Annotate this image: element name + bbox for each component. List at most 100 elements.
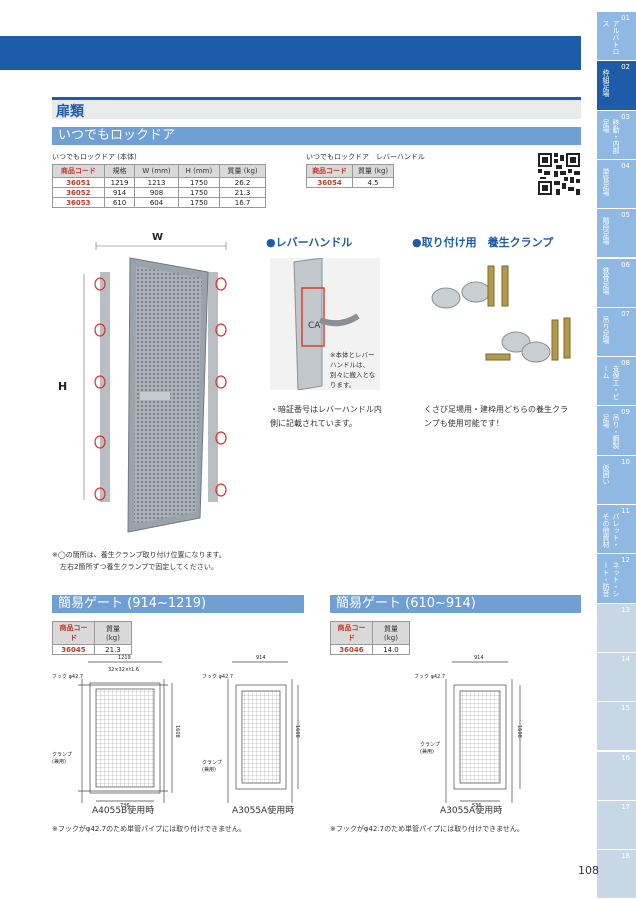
- table-cell: 26.2: [219, 177, 266, 188]
- product-code-cell: 36053: [52, 197, 105, 208]
- svg-text:CA: CA: [308, 321, 321, 331]
- side-tab-label: ネット・シート・防音: [602, 562, 620, 598]
- side-tab-label: 仮囲い: [602, 463, 610, 485]
- side-tab-18[interactable]: 18: [597, 850, 636, 900]
- header-band: [0, 36, 581, 70]
- table2-caption: いつでもロックドア レバーハンドル: [306, 153, 425, 161]
- side-tab-number: 15: [621, 704, 630, 713]
- gate-b-clamp-label: クランプ (兼用): [420, 742, 440, 755]
- product-code-cell: 36054: [305, 177, 354, 188]
- gate-b-caption: A3055A使用時: [440, 806, 503, 816]
- qr-code[interactable]: [538, 153, 580, 195]
- gate-a-dim-top: 1219: [118, 655, 131, 661]
- table-header-cell: 質量 (kg): [371, 621, 411, 645]
- table-cell: 4.5: [352, 177, 394, 188]
- table1-caption: いつでもロックドア (本体): [52, 153, 137, 161]
- table-cell: 1750: [177, 177, 221, 188]
- clamp-note-line1: ※◯の箇所は、養生クランプ取り付け位置になります。: [52, 551, 226, 559]
- table-header-cell: 規格: [103, 164, 136, 178]
- gate-a-footnote: ※フックがφ42.7のため単管パイプには取り付けできません。: [52, 825, 246, 833]
- side-tab-label: 鉄骨足場: [602, 266, 610, 295]
- side-tab-17[interactable]: 17: [597, 800, 636, 851]
- side-tab-15[interactable]: 15: [597, 702, 636, 752]
- side-tab-05[interactable]: 05 階段足場: [597, 209, 636, 259]
- lever-heading: ●レバーハンドル: [266, 236, 353, 249]
- side-tab-label: 吊り・鋼製足場: [602, 414, 620, 450]
- product-code-cell: 36045: [52, 644, 95, 655]
- gate-a-subtitle: 簡易ゲート (914~1219): [52, 595, 304, 613]
- clamp-description: くさび足場用・建枠用どちらの養生クランプも使用可能です！: [424, 405, 568, 428]
- door-photo: W H: [58, 232, 240, 550]
- gate-a-caption2: A3055A使用時: [232, 806, 295, 816]
- table-header-cell: W (mm): [134, 164, 179, 178]
- section-title: 扉類: [56, 104, 84, 120]
- table-cell: 16.7: [219, 197, 266, 208]
- table-cell: 908: [134, 187, 179, 198]
- side-tab-number: 02: [621, 63, 630, 72]
- side-tab-label: アルバトロス: [602, 20, 620, 55]
- table-cell: 1213: [134, 177, 179, 188]
- side-tab-number: 06: [621, 260, 630, 269]
- side-tab-number: 14: [621, 654, 630, 663]
- side-tab-number: 09: [621, 408, 630, 417]
- gate-b-subtitle: 簡易ゲート (610~914): [330, 595, 581, 613]
- gate-a-drawing: 1219 32×32×t1.6 フック φ42.7 クランプ (兼用) 1608…: [52, 655, 304, 820]
- side-tab-16[interactable]: 16: [597, 751, 636, 801]
- table-header-cell: 質量 (kg): [93, 621, 133, 645]
- table-cell: 1750: [177, 197, 221, 208]
- side-tab-number: 05: [621, 211, 630, 220]
- gate-b-drawing: 914 フック φ42.7 クランプ (兼用) 1608 536: [410, 655, 540, 820]
- side-tab-number: 07: [621, 309, 630, 318]
- side-tab-number: 12: [621, 556, 630, 565]
- table-header-cell: 商品コード: [330, 621, 373, 645]
- product-code-cell: 36046: [330, 644, 373, 655]
- side-tab-label: 単管足場: [602, 167, 610, 196]
- section-title-bar: 扉類: [52, 97, 581, 120]
- side-tab-number: 13: [621, 605, 630, 614]
- gate-a2-dim-side: 1608: [294, 725, 300, 738]
- clamp-note-line2: 左右2箇所ずつ養生クランプで固定してください。: [60, 563, 218, 571]
- table-cell: 14.0: [371, 644, 411, 655]
- lever-description: ・暗証番号はレバーハンドル内側に記載されています。: [270, 405, 382, 428]
- table-header-cell: 商品コード: [305, 164, 354, 178]
- side-tab-14[interactable]: 14: [597, 652, 636, 703]
- side-tab-06[interactable]: 06 鉄骨足場: [597, 258, 636, 308]
- gate-b-dim-bottom: 536: [472, 803, 482, 809]
- side-tab-number: 03: [621, 112, 630, 121]
- side-tab-number: 01: [621, 14, 630, 22]
- gate-a-dim-inner: 32×32×t1.6: [108, 667, 140, 673]
- side-tab-number: 08: [621, 359, 630, 368]
- gate-b-dim-top: 914: [474, 655, 484, 661]
- side-tab-13[interactable]: 13: [597, 603, 636, 653]
- clamp-heading: ●取り付け用 養生クランプ: [412, 236, 554, 249]
- table-header-cell: 質量 (kg): [219, 164, 266, 178]
- gate-a-clamp-label: クランプ (兼用): [52, 752, 72, 765]
- gate-a2-dim-top: 914: [256, 655, 266, 661]
- side-tab-label: 階段足場: [602, 217, 610, 246]
- gate-a-caption1: A4055B使用時: [92, 806, 155, 816]
- height-label: H: [58, 380, 68, 393]
- table-cell: 1750: [177, 187, 221, 198]
- table-header-cell: H (mm): [177, 164, 221, 178]
- table-cell: 1219: [103, 177, 136, 188]
- page-number: 108: [578, 864, 599, 877]
- gate-a-dim-side: 1608: [174, 725, 180, 738]
